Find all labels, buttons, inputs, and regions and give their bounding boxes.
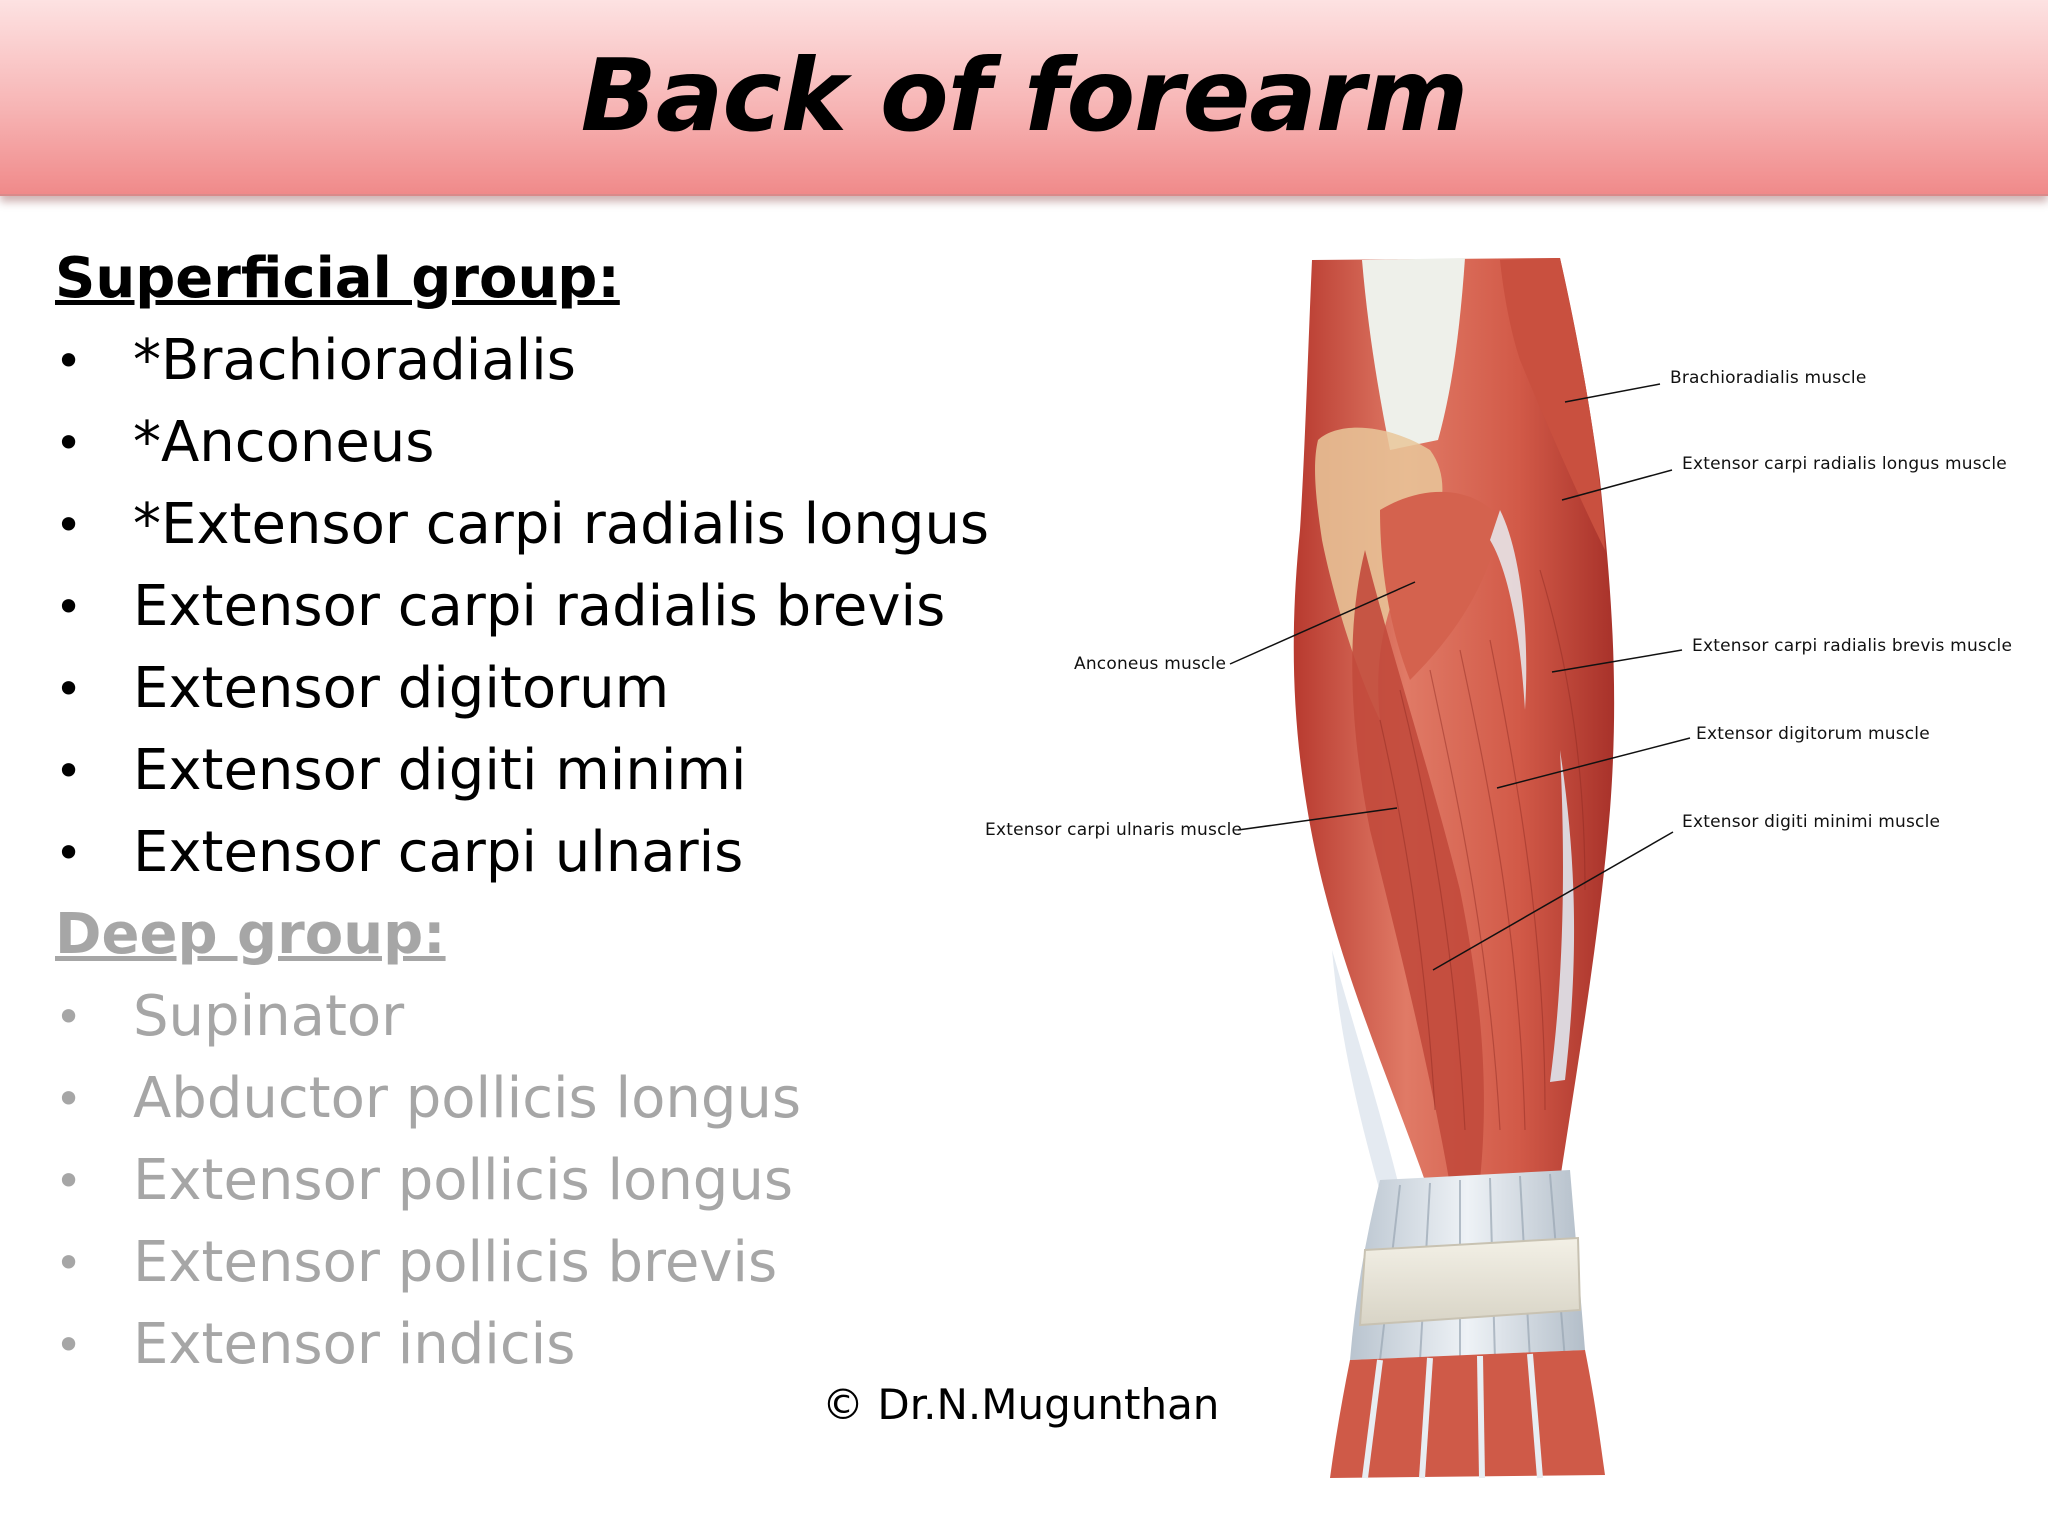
tendon-streak [1490, 510, 1527, 710]
bullet-icon: • [55, 1236, 83, 1290]
deep-group-heading: Deep group: [55, 902, 446, 967]
superficial-group-heading: Superficial group: [55, 246, 620, 311]
label-ecu: Extensor carpi ulnaris muscle [985, 820, 1243, 840]
bullet-icon: • [55, 1072, 83, 1126]
upper-tendon [1362, 258, 1465, 450]
anconeus-shape [1380, 491, 1500, 680]
list-item: •*Brachioradialis [55, 320, 1005, 402]
label-anconeus: Anconeus muscle [1074, 654, 1227, 674]
copyright-credit: © Dr.N.Mugunthan [822, 1380, 1220, 1429]
superficial-list: •*Brachioradialis •*Anconeus •*Extensor … [55, 320, 1005, 894]
list-item: •Abductor pollicis longus [55, 1058, 1005, 1140]
list-item: •Supinator [55, 976, 1005, 1058]
list-item: •Extensor digiti minimi [55, 730, 1005, 812]
bullet-icon: • [55, 1154, 83, 1208]
list-item: •Extensor pollicis brevis [55, 1222, 1005, 1304]
bullet-icon: • [55, 416, 83, 470]
list-item: •Extensor carpi radialis brevis [55, 566, 1005, 648]
bullet-icon: • [55, 580, 83, 634]
muscle-fibres [1379, 569, 1586, 1131]
label-extensor-digiti-minimi: Extensor digiti minimi muscle [1682, 812, 1941, 832]
tendon-streak [1332, 950, 1400, 1192]
bullet-icon: • [55, 990, 83, 1044]
hand-tendons [1362, 1353, 1543, 1479]
deep-list: •Supinator •Abductor pollicis longus •Ex… [55, 976, 1005, 1386]
brachioradialis-shape [1500, 258, 1605, 550]
list-item: •Extensor pollicis longus [55, 1140, 1005, 1222]
list-item: •*Anconeus [55, 402, 1005, 484]
slide-title: Back of forearm [580, 37, 1469, 154]
forearm-illustration: Brachioradialis muscle Extensor carpi ra… [960, 250, 2040, 1480]
list-item: •Extensor indicis [55, 1304, 1005, 1386]
bullet-icon: • [55, 826, 83, 880]
bullet-icon: • [55, 662, 83, 716]
list-item: •*Extensor carpi radialis longus [55, 484, 1005, 566]
list-item: •Extensor digitorum [55, 648, 1005, 730]
extensor-retinaculum [1358, 1236, 1582, 1327]
forearm-diagram [1229, 258, 1691, 1479]
bullet-icon: • [55, 498, 83, 552]
label-brachioradialis: Brachioradialis muscle [1670, 368, 1867, 388]
bullet-icon: • [55, 334, 83, 388]
bullet-icon: • [55, 1318, 83, 1372]
label-extensor-digitorum: Extensor digitorum muscle [1696, 724, 1930, 744]
list-item: •Extensor carpi ulnaris [55, 812, 1005, 894]
bullet-icon: • [55, 744, 83, 798]
ecu-shape [1352, 550, 1484, 1185]
title-bar: Back of forearm [0, 0, 2048, 196]
label-ecrb: Extensor carpi radialis brevis muscle [1692, 636, 2013, 656]
label-ecrl: Extensor carpi radialis longus muscle [1682, 454, 2007, 474]
leader-lines [1229, 383, 1691, 971]
tendon-streak [1550, 750, 1575, 1082]
muscle-list: Superficial group: •*Brachioradialis •*A… [55, 238, 1005, 1386]
